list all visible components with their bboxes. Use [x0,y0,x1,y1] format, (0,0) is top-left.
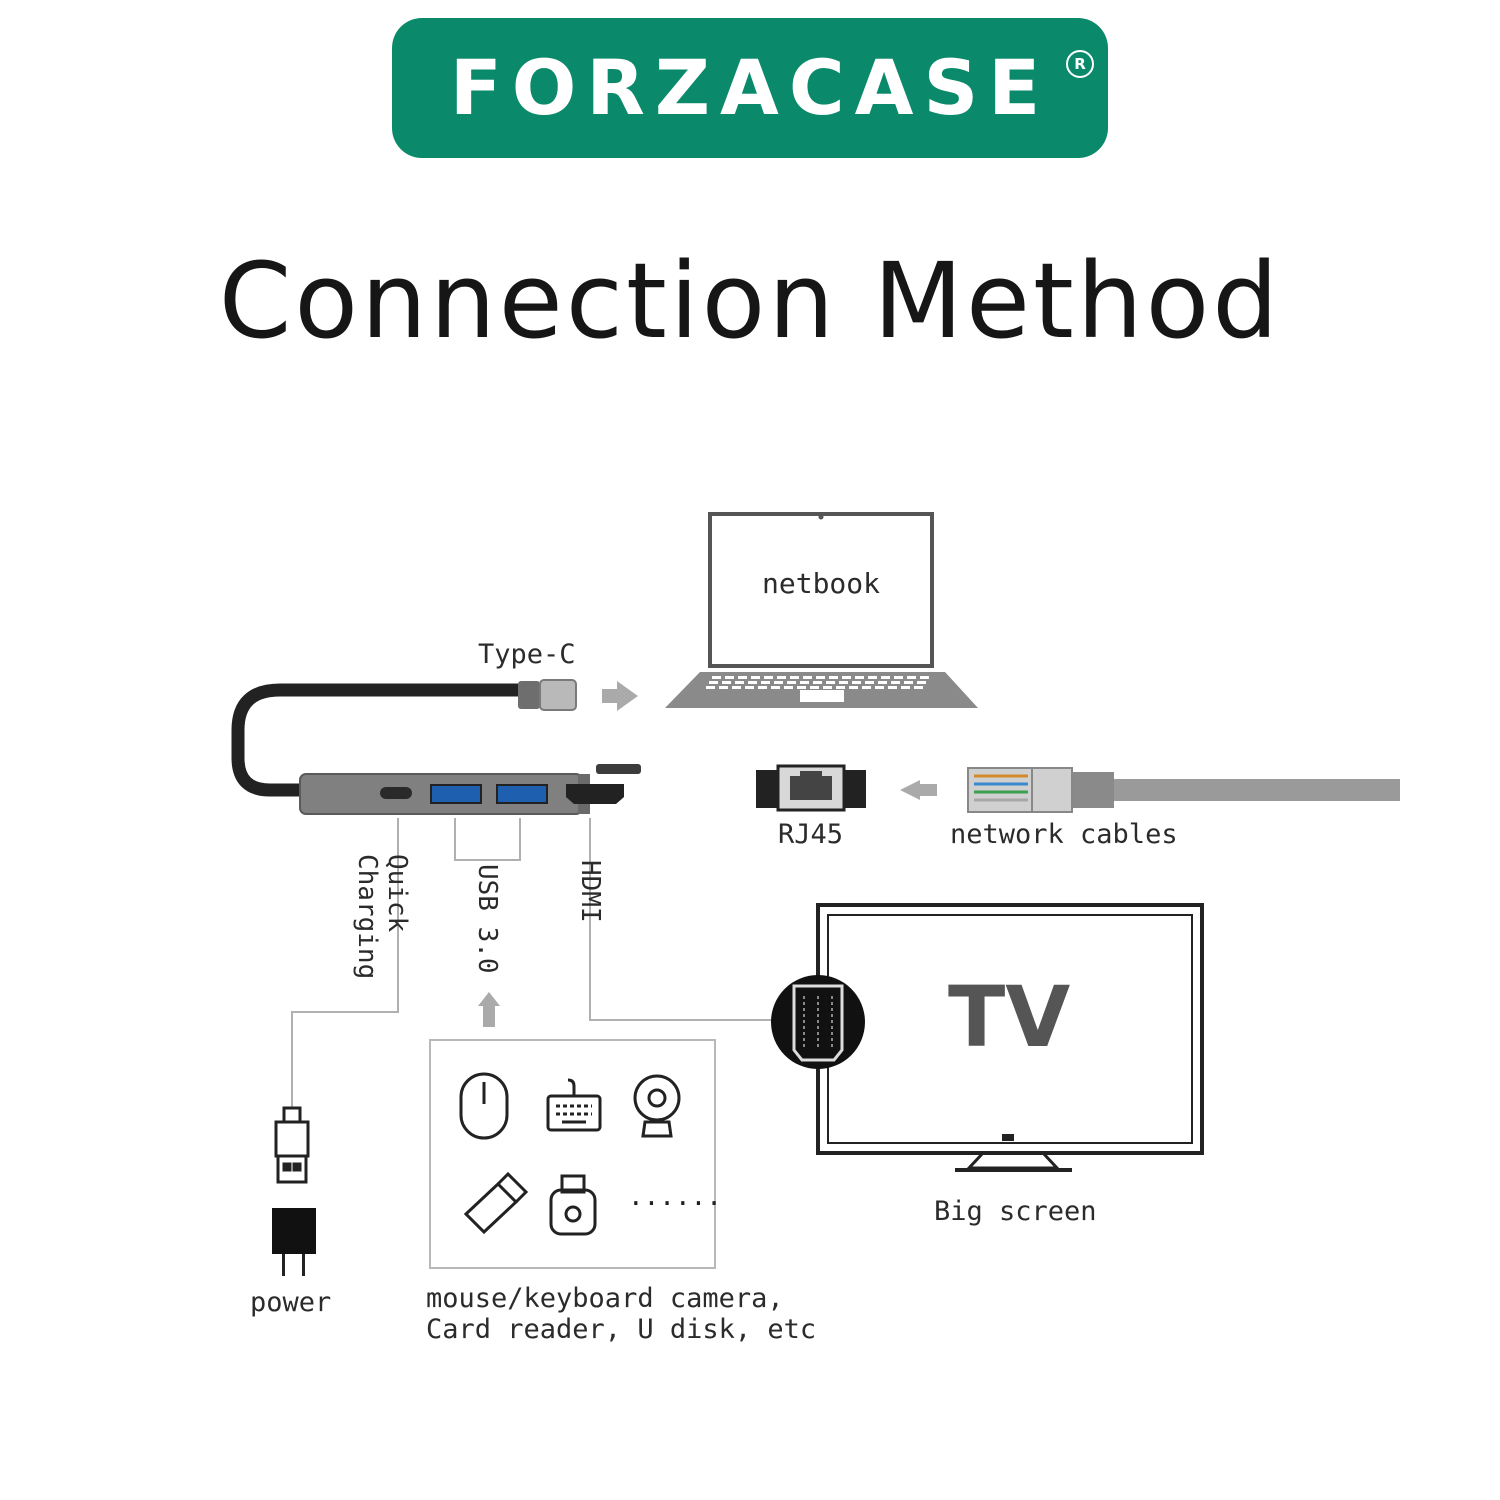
laptop-key [735,681,744,684]
laptop-key [719,686,728,689]
laptop-key [813,681,822,684]
laptop-key [800,681,809,684]
type-c-label: Type-C [478,639,576,670]
netbook-label: netbook [762,567,881,600]
laptop-key [777,676,786,679]
laptop-icon [665,512,978,708]
laptop-key [904,681,913,684]
laptop-key [914,686,923,689]
hdmi-port-icon [771,975,865,1069]
laptop-key [712,676,721,679]
laptop-key [774,681,783,684]
quick-charging-label: Quick Charging [352,854,412,980]
webcam-icon [633,1074,681,1138]
laptop-key [751,676,760,679]
laptop-key [725,676,734,679]
big-screen-label: Big screen [934,1196,1097,1227]
laptop-key [784,686,793,689]
laptop-key [917,681,926,684]
hub-icon [299,764,641,815]
power-label: power [250,1287,332,1318]
network-cables-label: network cables [950,819,1178,850]
laptop-key [826,681,835,684]
tv-label: TV [948,968,1071,1066]
laptop-key [842,676,851,679]
hdmi-label: HDMI [575,860,605,923]
laptop-key [758,686,767,689]
laptop-key [836,686,845,689]
brand-logo: FORZACASE R [392,18,1108,158]
peripherals-label-line1: mouse/keyboard camera, [426,1283,784,1314]
keyboard-icon [546,1078,602,1132]
arrow-right-icon [602,681,638,711]
peripherals-box [429,1039,716,1269]
laptop-key [829,676,838,679]
laptop-key [888,686,897,689]
laptop-key [894,676,903,679]
laptop-key [706,686,715,689]
usb-stick-icon [463,1171,529,1235]
laptop-key [771,686,780,689]
laptop-key [738,676,747,679]
laptop-key [839,681,848,684]
rj45-label: RJ45 [778,819,844,850]
laptop-key [878,681,887,684]
laptop-key [901,686,910,689]
laptop-key [797,686,806,689]
ethernet-plug-icon [967,767,1400,813]
usb-c-plug-icon [231,679,577,797]
laptop-key [907,676,916,679]
laptop-key [748,681,757,684]
laptop-key [862,686,871,689]
laptop-key [865,681,874,684]
laptop-key [810,686,819,689]
page-title: Connection Method [218,240,1282,362]
usb30-label: USB 3.0 [472,864,502,974]
arrow-up-icon [478,992,500,1027]
laptop-key [732,686,741,689]
laptop-key [709,681,718,684]
laptop-key [790,676,799,679]
laptop-key [816,676,825,679]
laptop-key [849,686,858,689]
laptop-key [891,681,900,684]
laptop-key [787,681,796,684]
brand-name: FORZACASE [449,43,1051,132]
laptop-key [852,681,861,684]
laptop-key [875,686,884,689]
arrow-left-icon [900,780,937,800]
laptop-key [881,676,890,679]
power-adapter-icon [272,1208,316,1276]
connector-lines [291,818,772,1108]
laptop-key [722,681,731,684]
rj45-port-icon [756,764,866,812]
laptop-key [803,676,812,679]
laptop-key [823,686,832,689]
laptop-key [761,681,770,684]
laptop-key [868,676,877,679]
laptop-key [855,676,864,679]
usb-plug-icon [274,1106,310,1184]
mouse-icon [459,1072,509,1140]
peripherals-label-line2: Card reader, U disk, etc [426,1314,817,1345]
registered-mark: R [1066,50,1094,78]
card-reader-icon [549,1174,597,1236]
ellipsis-text: ...... [628,1182,722,1212]
laptop-key [764,676,773,679]
laptop-key [920,676,929,679]
laptop-key [745,686,754,689]
